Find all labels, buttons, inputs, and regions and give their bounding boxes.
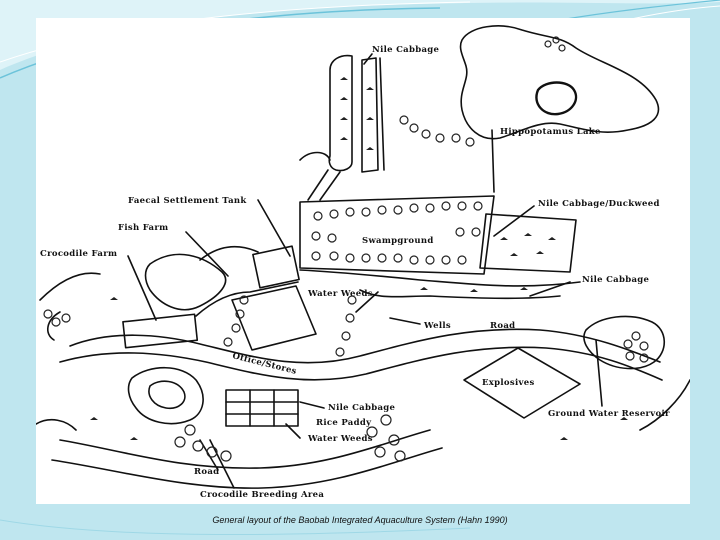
label-road-bottom: Road — [194, 467, 219, 477]
label-faecal-settlement-tank: Faecal Settlement Tank — [128, 196, 247, 206]
label-nile-cabbage-duckweed: Nile Cabbage/Duckweed — [538, 199, 660, 209]
label-crocodile-breeding-area: Crocodile Breeding Area — [200, 490, 324, 500]
label-swampground: Swampground — [362, 236, 434, 246]
label-wells: Wells — [423, 321, 451, 331]
label-water-weeds-bottom: Water Weeds — [307, 434, 373, 444]
label-explosives: Explosives — [482, 378, 535, 388]
label-ground-water-reservoir: Ground Water Reservoir — [548, 409, 670, 419]
label-nile-cabbage-bottom: Nile Cabbage — [328, 403, 396, 413]
label-nile-cabbage-right: Nile Cabbage — [582, 275, 650, 285]
label-fish-farm: Fish Farm — [118, 223, 168, 233]
label-road-right: Road — [490, 321, 515, 331]
aquaculture-layout-map: Nile Cabbage Hippopotamus Lake Faecal Se… — [36, 18, 690, 504]
figure-caption: General layout of the Baobab Integrated … — [0, 515, 720, 525]
label-crocodile-farm: Crocodile Farm — [40, 249, 117, 259]
label-rice-paddy: Rice Paddy — [316, 418, 372, 428]
label-water-weeds-top: Water Weeds — [307, 289, 373, 299]
label-hippopotamus-lake: Hippopotamus Lake — [500, 127, 601, 137]
label-nile-cabbage-top: Nile Cabbage — [372, 45, 440, 55]
